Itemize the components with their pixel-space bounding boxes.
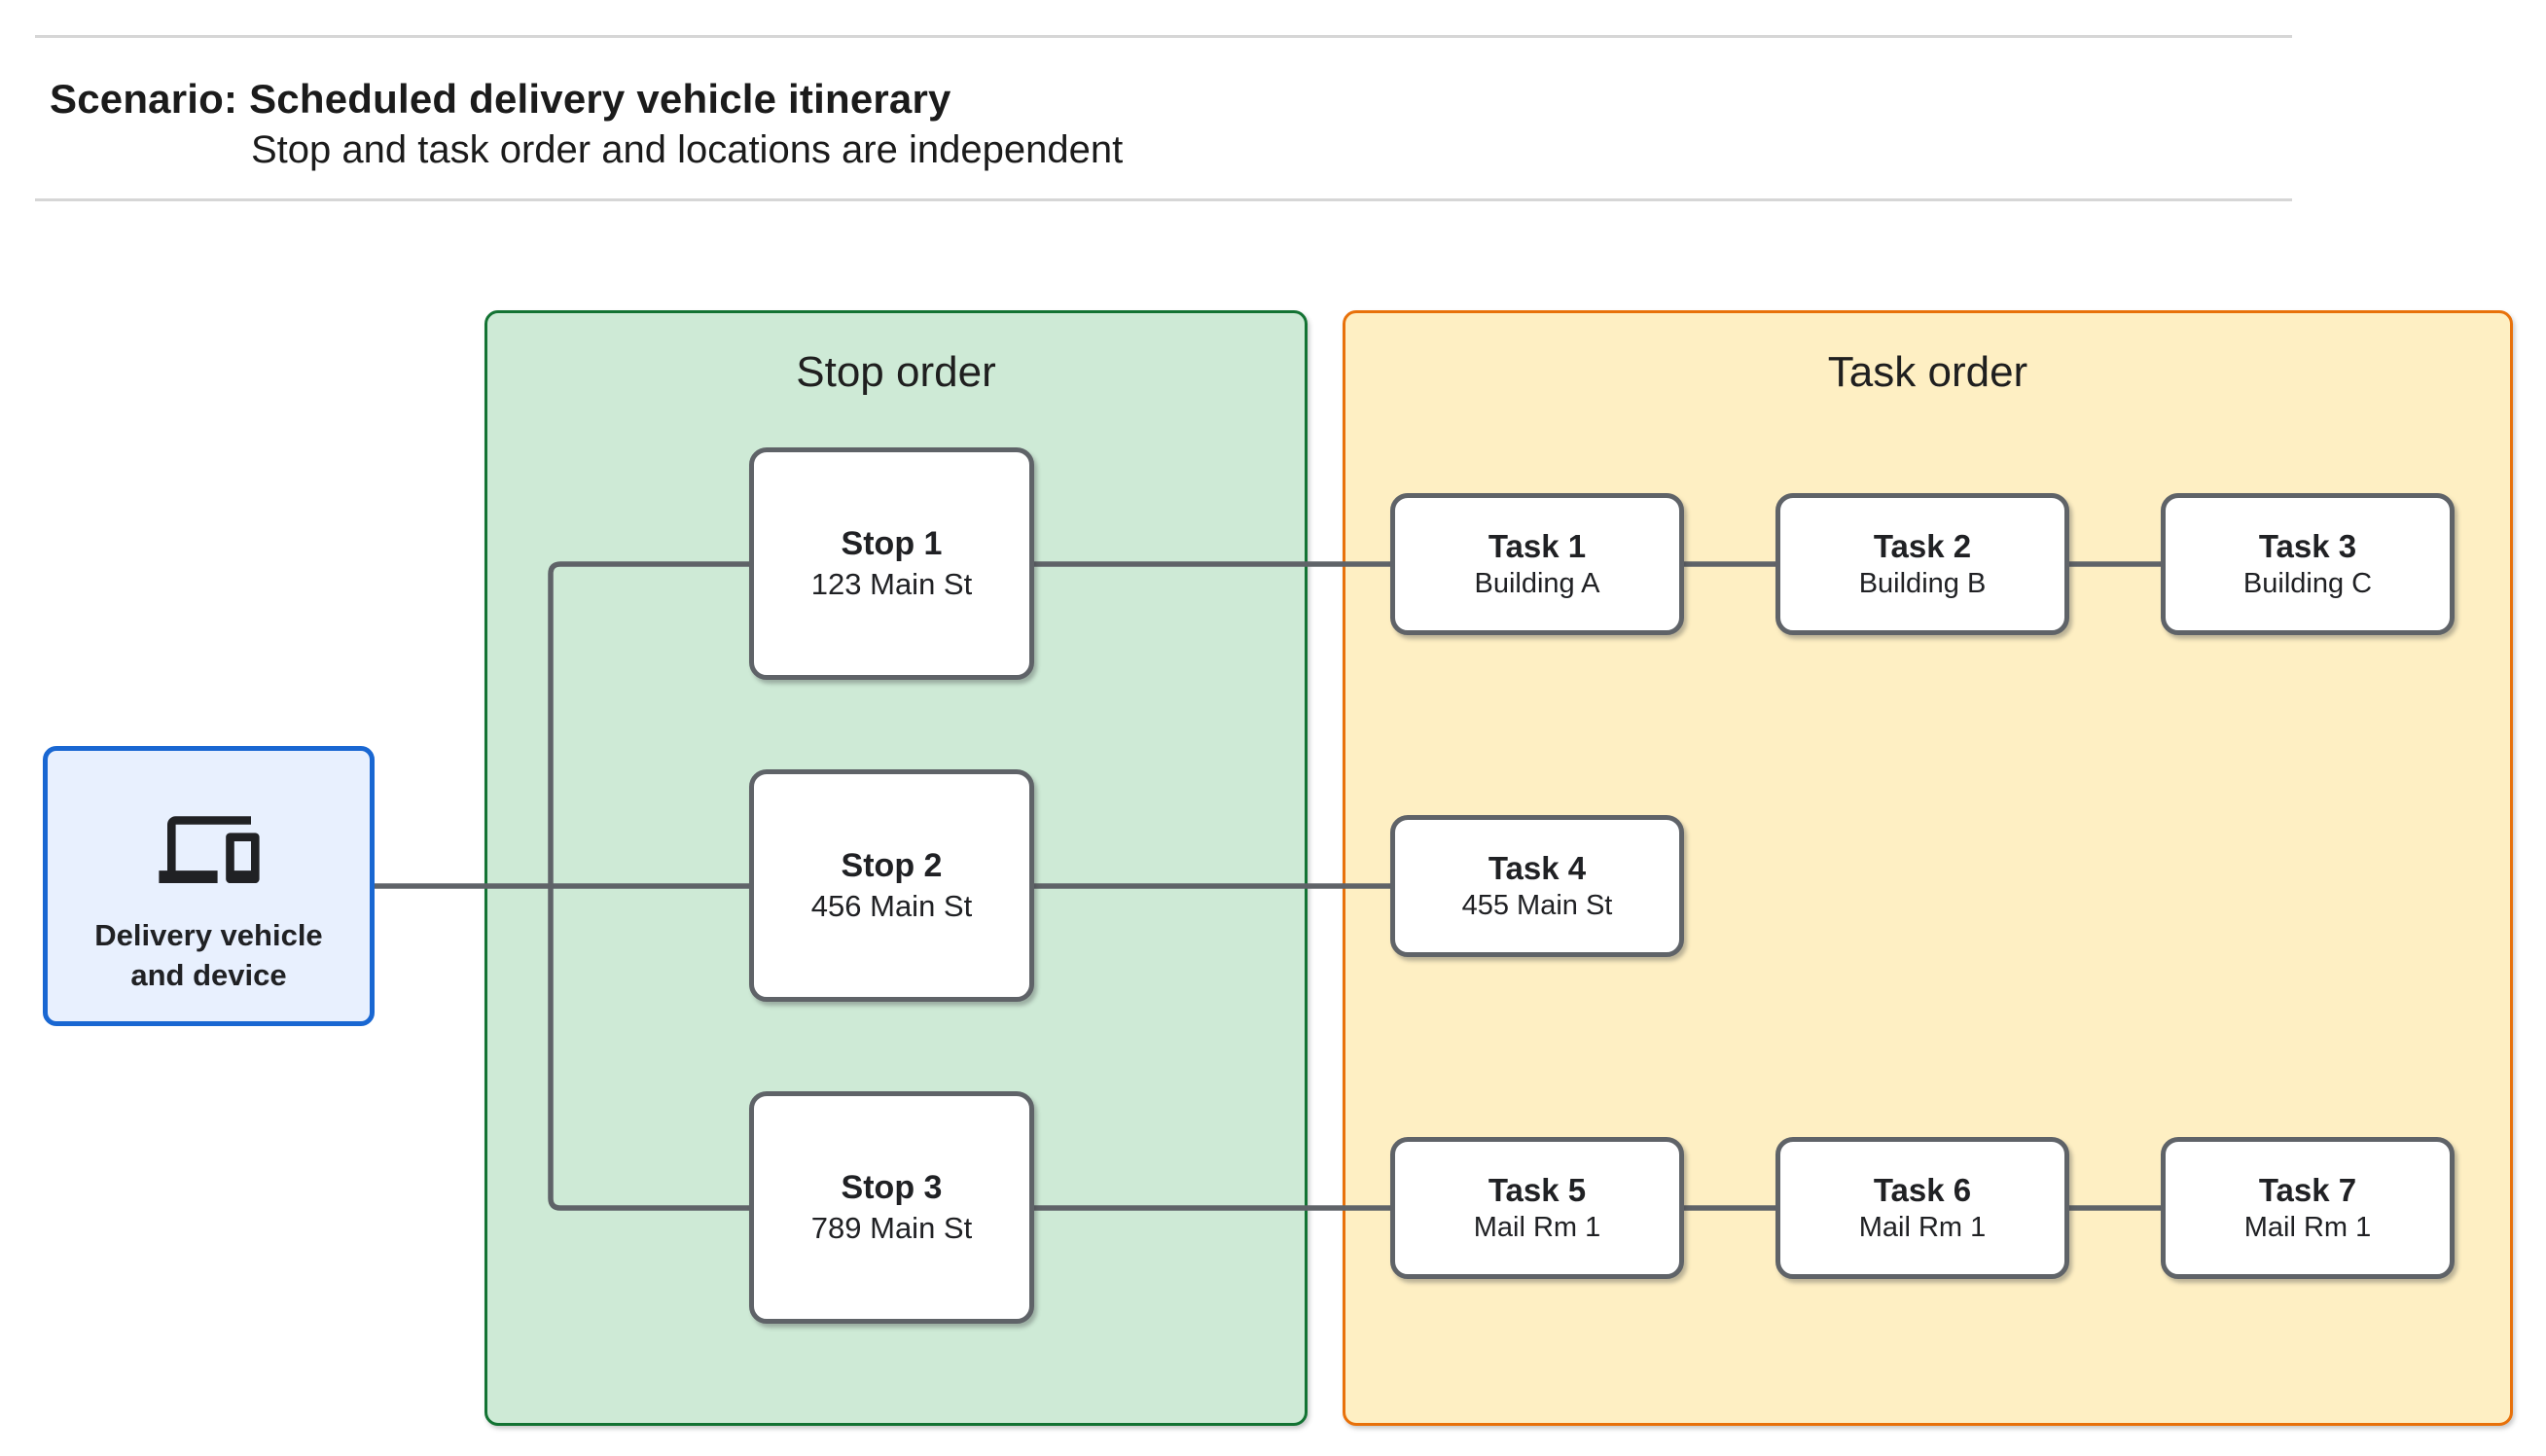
task-4-node: Task 4 455 Main St [1390,815,1684,957]
delivery-vehicle-label: Delivery vehicle and device [94,918,323,993]
task-7-title: Task 7 [2258,1171,2357,1208]
stop-3-title: Stop 3 [841,1169,943,1207]
task-2-title: Task 2 [1873,527,1972,564]
stop-2-title: Stop 2 [841,847,943,885]
task-6-title: Task 6 [1873,1171,1972,1208]
connector-trunk-to-stop3 [548,886,749,1211]
header-rule-top [35,35,2292,38]
task-1-location: Building A [1474,567,1600,599]
stop-1-node: Stop 1 123 Main St [749,447,1034,680]
stop-2-address: 456 Main St [810,888,973,923]
task-2-location: Building B [1858,567,1987,599]
task-3-title: Task 3 [2258,527,2357,564]
task-3-node: Task 3 Building C [2161,493,2455,635]
delivery-vehicle-node: Delivery vehicle and device [43,746,375,1026]
stop-2-node: Stop 2 456 Main St [749,769,1034,1002]
stop-3-address: 789 Main St [810,1210,973,1245]
task-order-panel-title: Task order [1827,348,2028,396]
task-7-location: Mail Rm 1 [2243,1211,2372,1243]
task-1-title: Task 1 [1488,527,1587,564]
stop-3-node: Stop 3 789 Main St [749,1091,1034,1324]
task-6-location: Mail Rm 1 [1858,1211,1987,1243]
task-5-node: Task 5 Mail Rm 1 [1390,1137,1684,1279]
stop-order-panel-title: Stop order [796,348,996,396]
connector-trunk-to-stop1 [548,561,749,886]
task-4-title: Task 4 [1488,849,1587,886]
header-rule-bottom [35,198,2292,201]
task-2-node: Task 2 Building B [1775,493,2069,635]
page-title: Scenario: Scheduled delivery vehicle iti… [50,76,951,122]
task-1-node: Task 1 Building A [1390,493,1684,635]
task-3-location: Building C [2242,567,2373,599]
task-5-location: Mail Rm 1 [1473,1211,1601,1243]
devices-icon [158,816,260,883]
task-4-location: 455 Main St [1461,889,1613,921]
stop-1-address: 123 Main St [810,566,973,601]
task-7-node: Task 7 Mail Rm 1 [2161,1137,2455,1279]
stop-1-title: Stop 1 [841,525,943,563]
task-5-title: Task 5 [1488,1171,1587,1208]
page-subtitle: Stop and task order and locations are in… [251,128,1124,171]
task-6-node: Task 6 Mail Rm 1 [1775,1137,2069,1279]
